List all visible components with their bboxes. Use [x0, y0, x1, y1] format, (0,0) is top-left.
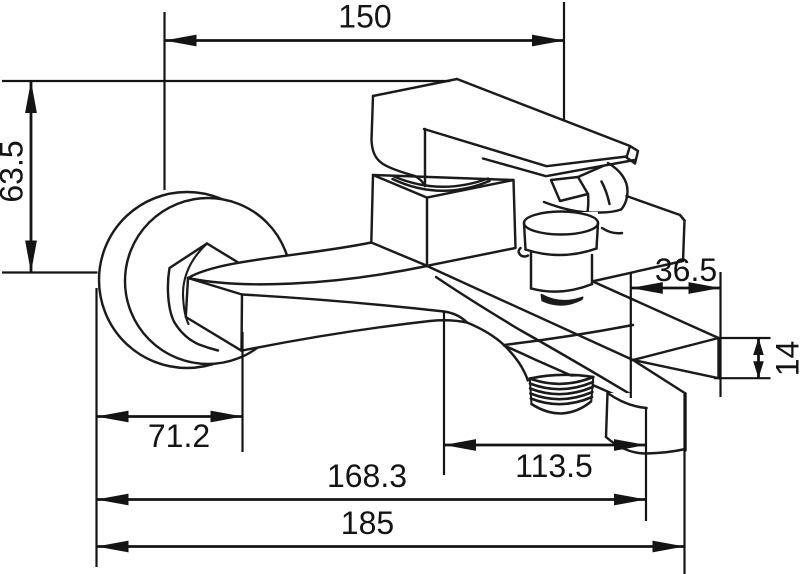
svg-text:185: 185: [341, 505, 394, 541]
svg-text:168.3: 168.3: [327, 458, 407, 494]
svg-text:14: 14: [770, 341, 800, 377]
svg-text:150: 150: [338, 0, 391, 35]
svg-text:113.5: 113.5: [515, 448, 593, 484]
svg-text:36.5: 36.5: [655, 252, 717, 288]
svg-text:71.2: 71.2: [148, 418, 210, 454]
svg-text:63.5: 63.5: [0, 140, 30, 202]
